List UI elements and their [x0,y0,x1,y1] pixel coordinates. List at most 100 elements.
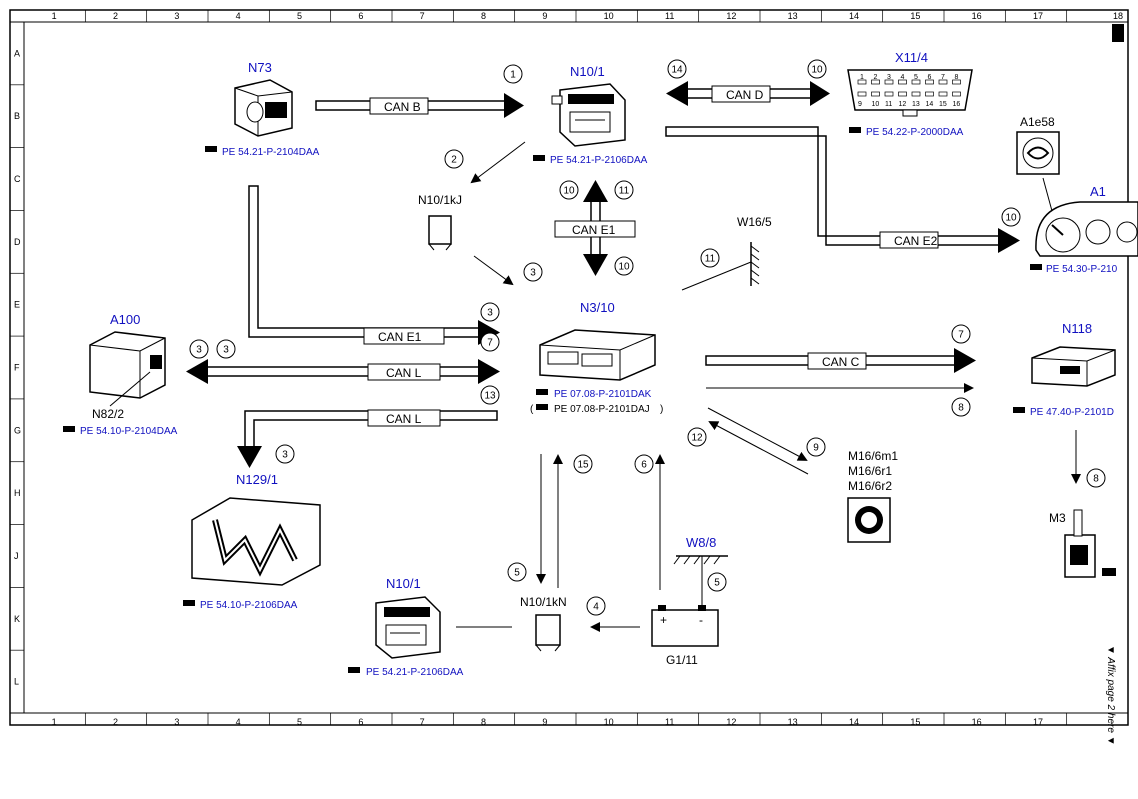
can-d-arrowhead-left [666,81,688,106]
n3-10-ref[interactable]: PE 07.08-P-2101DAK [554,389,652,400]
n3-10-ref-alt-close: ) [660,404,663,415]
svg-text:7: 7 [487,338,493,349]
row-letter: H [14,488,21,498]
svg-text:5: 5 [514,568,520,579]
svg-text:6: 6 [641,460,647,471]
ref-hand-icon [536,404,548,410]
column-number: 5 [297,11,302,21]
svg-text:3: 3 [196,345,202,356]
svg-text:10: 10 [811,65,823,76]
circle-number: 14 [667,59,687,79]
svg-text:5: 5 [914,74,918,81]
svg-text:12: 12 [691,433,703,444]
can-e1-horizontal-label: CAN E1 [378,330,422,344]
n118-label: N118 [1062,321,1092,336]
n82-2-ref[interactable]: PE 54.10-P-2104DAA [80,426,178,437]
m16-line-3: M16/6r2 [848,479,892,493]
g1-11-label: G1/11 [666,653,698,667]
svg-text:10: 10 [1005,213,1017,224]
svg-text:-: - [699,613,703,627]
column-number: 1 [52,11,57,21]
column-number: 3 [174,717,179,727]
x11-4-ref[interactable]: PE 54.22-P-2000DAA [866,127,964,138]
svg-text:8: 8 [955,74,959,81]
circle-number: 10 [807,59,827,79]
svg-text:8: 8 [958,403,964,414]
a1e58-indicator-icon [1016,131,1060,175]
ref-hand-icon [1030,264,1042,270]
svg-text:10: 10 [618,262,630,273]
n10-1-top-label: N10/1 [570,64,605,79]
can-l-1-box [367,363,441,381]
svg-text:4: 4 [901,74,905,81]
w8-8-label: W8/8 [686,535,716,550]
column-number: 5 [297,717,302,727]
n10-1kn-label: N10/1kN [520,595,567,609]
svg-text:11: 11 [619,186,630,197]
svg-text:2: 2 [451,155,457,166]
n118-module-icon [1031,346,1116,387]
a1-ref[interactable]: PE 54.30-P-210 [1046,264,1118,275]
n10-1kn-relay-icon [535,614,561,652]
column-number: 15 [910,717,920,727]
n10-1-bottom-ref[interactable]: PE 54.21-P-2106DAA [366,667,464,678]
circle-number: 11 [700,248,720,268]
column-number: 15 [910,11,920,21]
row-letter: A [14,48,20,58]
svg-text:7: 7 [958,330,964,341]
column-number: 14 [849,717,859,727]
circle-number: 11 [614,180,634,200]
svg-text:5: 5 [714,578,720,589]
column-number: 13 [788,717,798,727]
svg-text:12: 12 [899,101,907,108]
column-number: 12 [726,11,736,21]
svg-text:9: 9 [858,101,862,108]
frame [9,9,1129,726]
can-d-label: CAN D [726,88,764,102]
circle-number: 4 [586,596,606,616]
column-number: 10 [604,11,614,21]
column-number: 12 [726,717,736,727]
n10-1-top-ref[interactable]: PE 54.21-P-2106DAA [550,155,648,166]
n73-label: N73 [248,60,272,75]
circle-number: 15 [573,454,593,474]
x11-4-label: X11/4 [895,50,928,65]
column-number: 14 [849,11,859,21]
svg-text:16: 16 [953,101,961,108]
n129-1-ref[interactable]: PE 54.10-P-2106DAA [200,600,298,611]
can-l-1-label: CAN L [386,366,422,380]
m16-line-1: M16/6m1 [848,449,898,463]
n10-1-top-module-icon [551,83,626,147]
circle-number: 3 [189,339,209,359]
column-number: 9 [542,717,547,727]
column-number: 11 [665,11,674,21]
can-b-arrowhead [504,93,524,118]
n73-ref[interactable]: PE 54.21-P-2104DAA [222,147,320,158]
n10-1-bottom-label: N10/1 [386,576,421,591]
corner-mark-icon [1112,24,1124,42]
svg-text:7: 7 [941,74,945,81]
column-number: 8 [481,11,486,21]
svg-text:14: 14 [926,101,934,108]
column-number: 7 [420,11,425,21]
n118-ref[interactable]: PE 47.40-P-2101D [1030,407,1114,418]
ref-hand-icon [183,600,195,606]
circle-number: 7 [951,324,971,344]
column-number: 17 [1033,11,1043,21]
row-letter: K [14,614,20,624]
svg-text:1: 1 [860,74,864,81]
can-e2-bus [665,126,1001,246]
can-e2-box [879,231,939,249]
row-letter: F [14,363,20,373]
signal-line-2 [470,141,526,184]
n10-1-bottom-module-icon [375,596,441,659]
w16-5-label: W16/5 [737,215,772,229]
n3-10-ref-alt[interactable]: PE 07.08-P-2101DAJ [554,404,650,415]
svg-text:3: 3 [887,74,891,81]
row-letter: C [14,174,21,184]
circle-number: 10 [559,180,579,200]
circle-number: 3 [216,339,236,359]
